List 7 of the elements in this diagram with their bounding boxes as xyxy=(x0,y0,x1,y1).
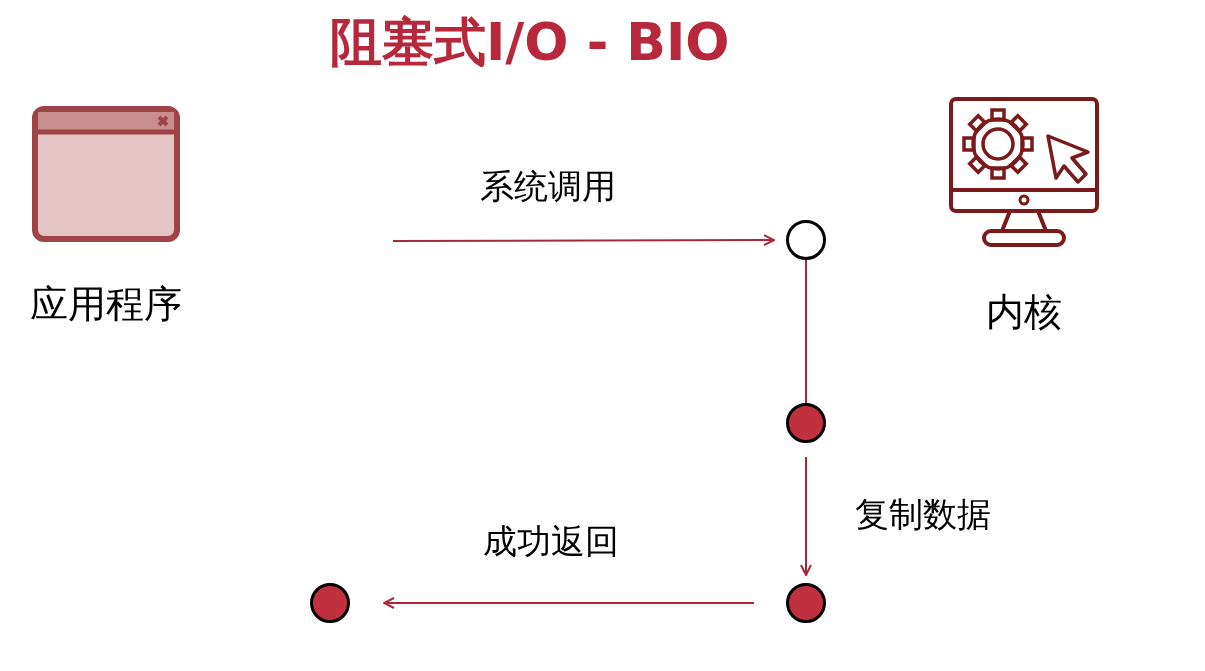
arrow xyxy=(383,597,755,609)
connector-line xyxy=(805,259,807,404)
node-label: 应用程序 xyxy=(30,282,182,326)
title: 阻塞式I/O - BIO xyxy=(330,11,730,74)
node-label: 内核 xyxy=(986,290,1062,334)
arrow xyxy=(800,456,812,576)
arrow xyxy=(392,234,775,247)
